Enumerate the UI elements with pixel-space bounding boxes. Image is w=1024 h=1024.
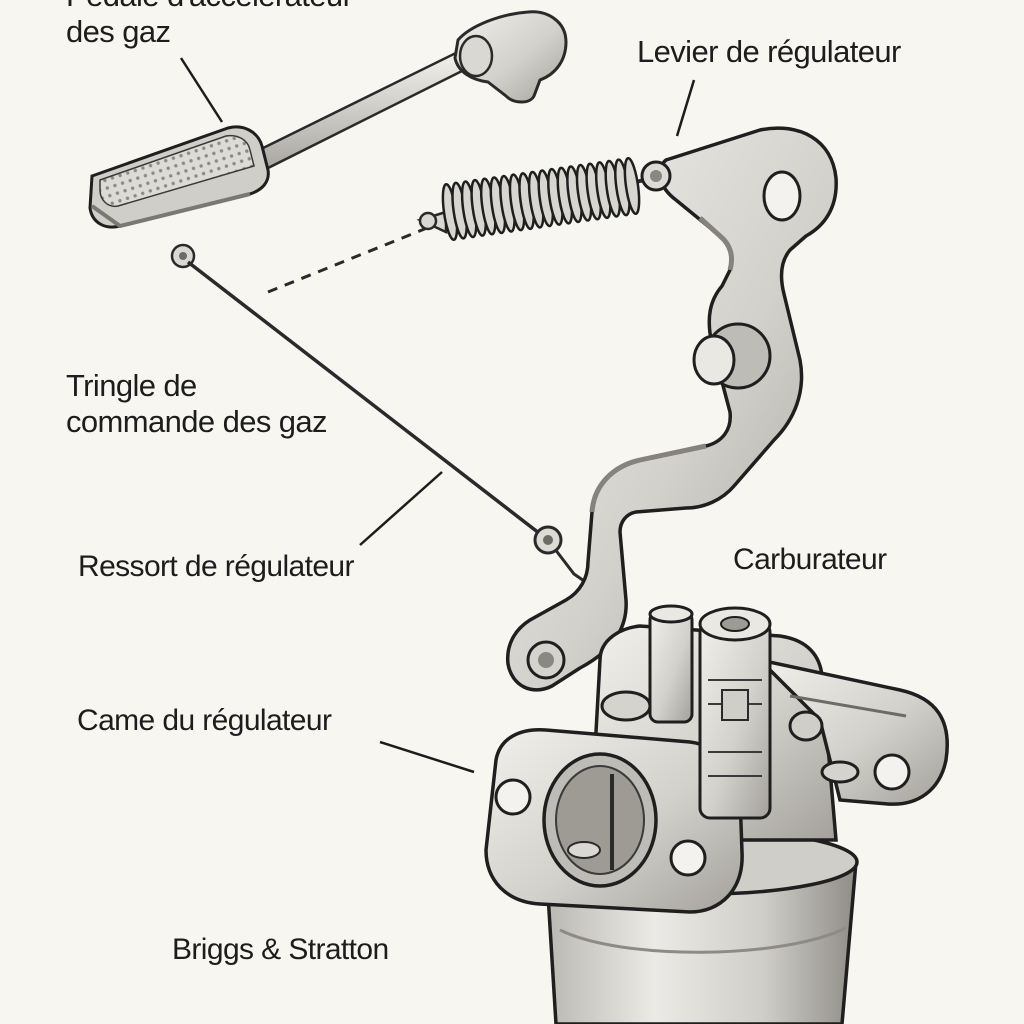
governor-lever [505, 126, 838, 692]
accelerator-pedal [88, 10, 568, 269]
leader-pedal [179, 57, 224, 123]
label-accelerator-pedal-line-1: Pédale d'accélérateur [66, 0, 353, 14]
label-throttle-rod: Tringle de commande des gaz [66, 368, 328, 440]
spring-coil [623, 157, 641, 215]
governor-spring [416, 157, 661, 241]
spring-coils [441, 157, 641, 241]
carburetor [484, 604, 949, 1024]
label-throttle-rod-line-1: Tringle de [66, 368, 197, 403]
label-governor-cam: Came du régulateur [77, 704, 332, 737]
label-accelerator-pedal-line-2: des gaz [66, 14, 171, 49]
label-accelerator-pedal: Pédale d'accélérateur des gaz [66, 0, 353, 50]
leader-spring [359, 471, 443, 546]
throttle-rod [186, 224, 607, 598]
leader-lever [675, 79, 696, 137]
callout-leaders [179, 57, 696, 774]
label-throttle-rod-line-2: commande des gaz [66, 404, 328, 439]
label-governor-spring: Ressort de régulateur [78, 550, 354, 583]
label-brand: Briggs & Stratton [172, 933, 389, 966]
leader-cam [379, 740, 475, 774]
label-carburetor: Carburateur [733, 543, 887, 576]
label-governor-lever: Levier de régulateur [637, 34, 901, 69]
